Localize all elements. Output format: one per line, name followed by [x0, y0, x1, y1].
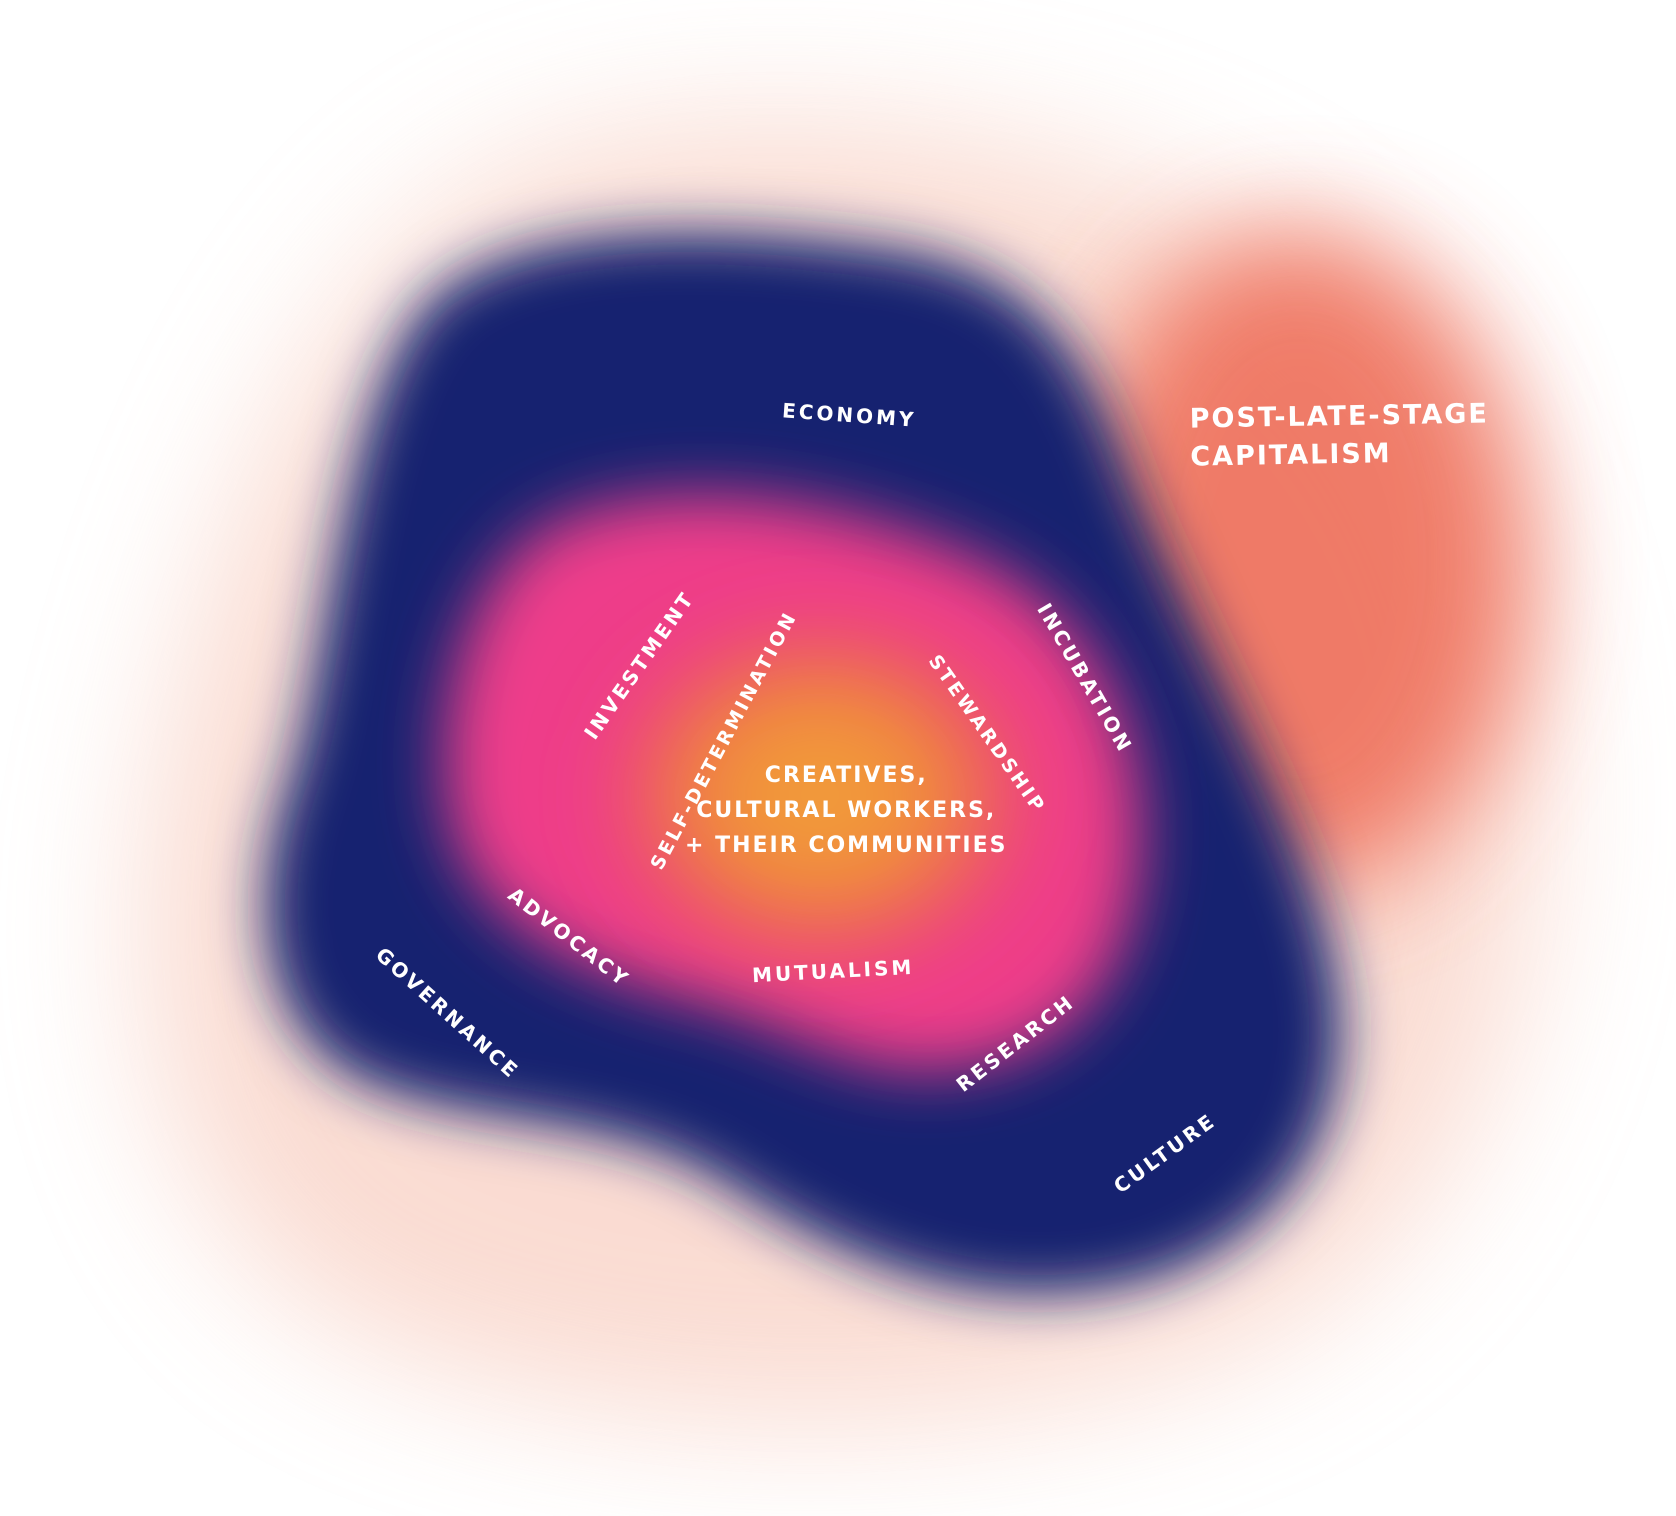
post-late-stage-capitalism-label: POST-LATE-STAGE CAPITALISM: [1189, 395, 1489, 476]
outer-label-line-2: CAPITALISM: [1190, 437, 1392, 473]
orange-core-shape: [590, 605, 1050, 985]
center-label-line-3: + THEIR COMMUNITIES: [685, 833, 1008, 859]
center-label-line-1: CREATIVES,: [764, 763, 928, 788]
center-label: CREATIVES, CULTURAL WORKERS, + THEIR COM…: [685, 758, 1008, 864]
center-label-line-2: CULTURAL WORKERS,: [696, 798, 997, 824]
outer-label-line-1: POST-LATE-STAGE: [1189, 398, 1490, 435]
